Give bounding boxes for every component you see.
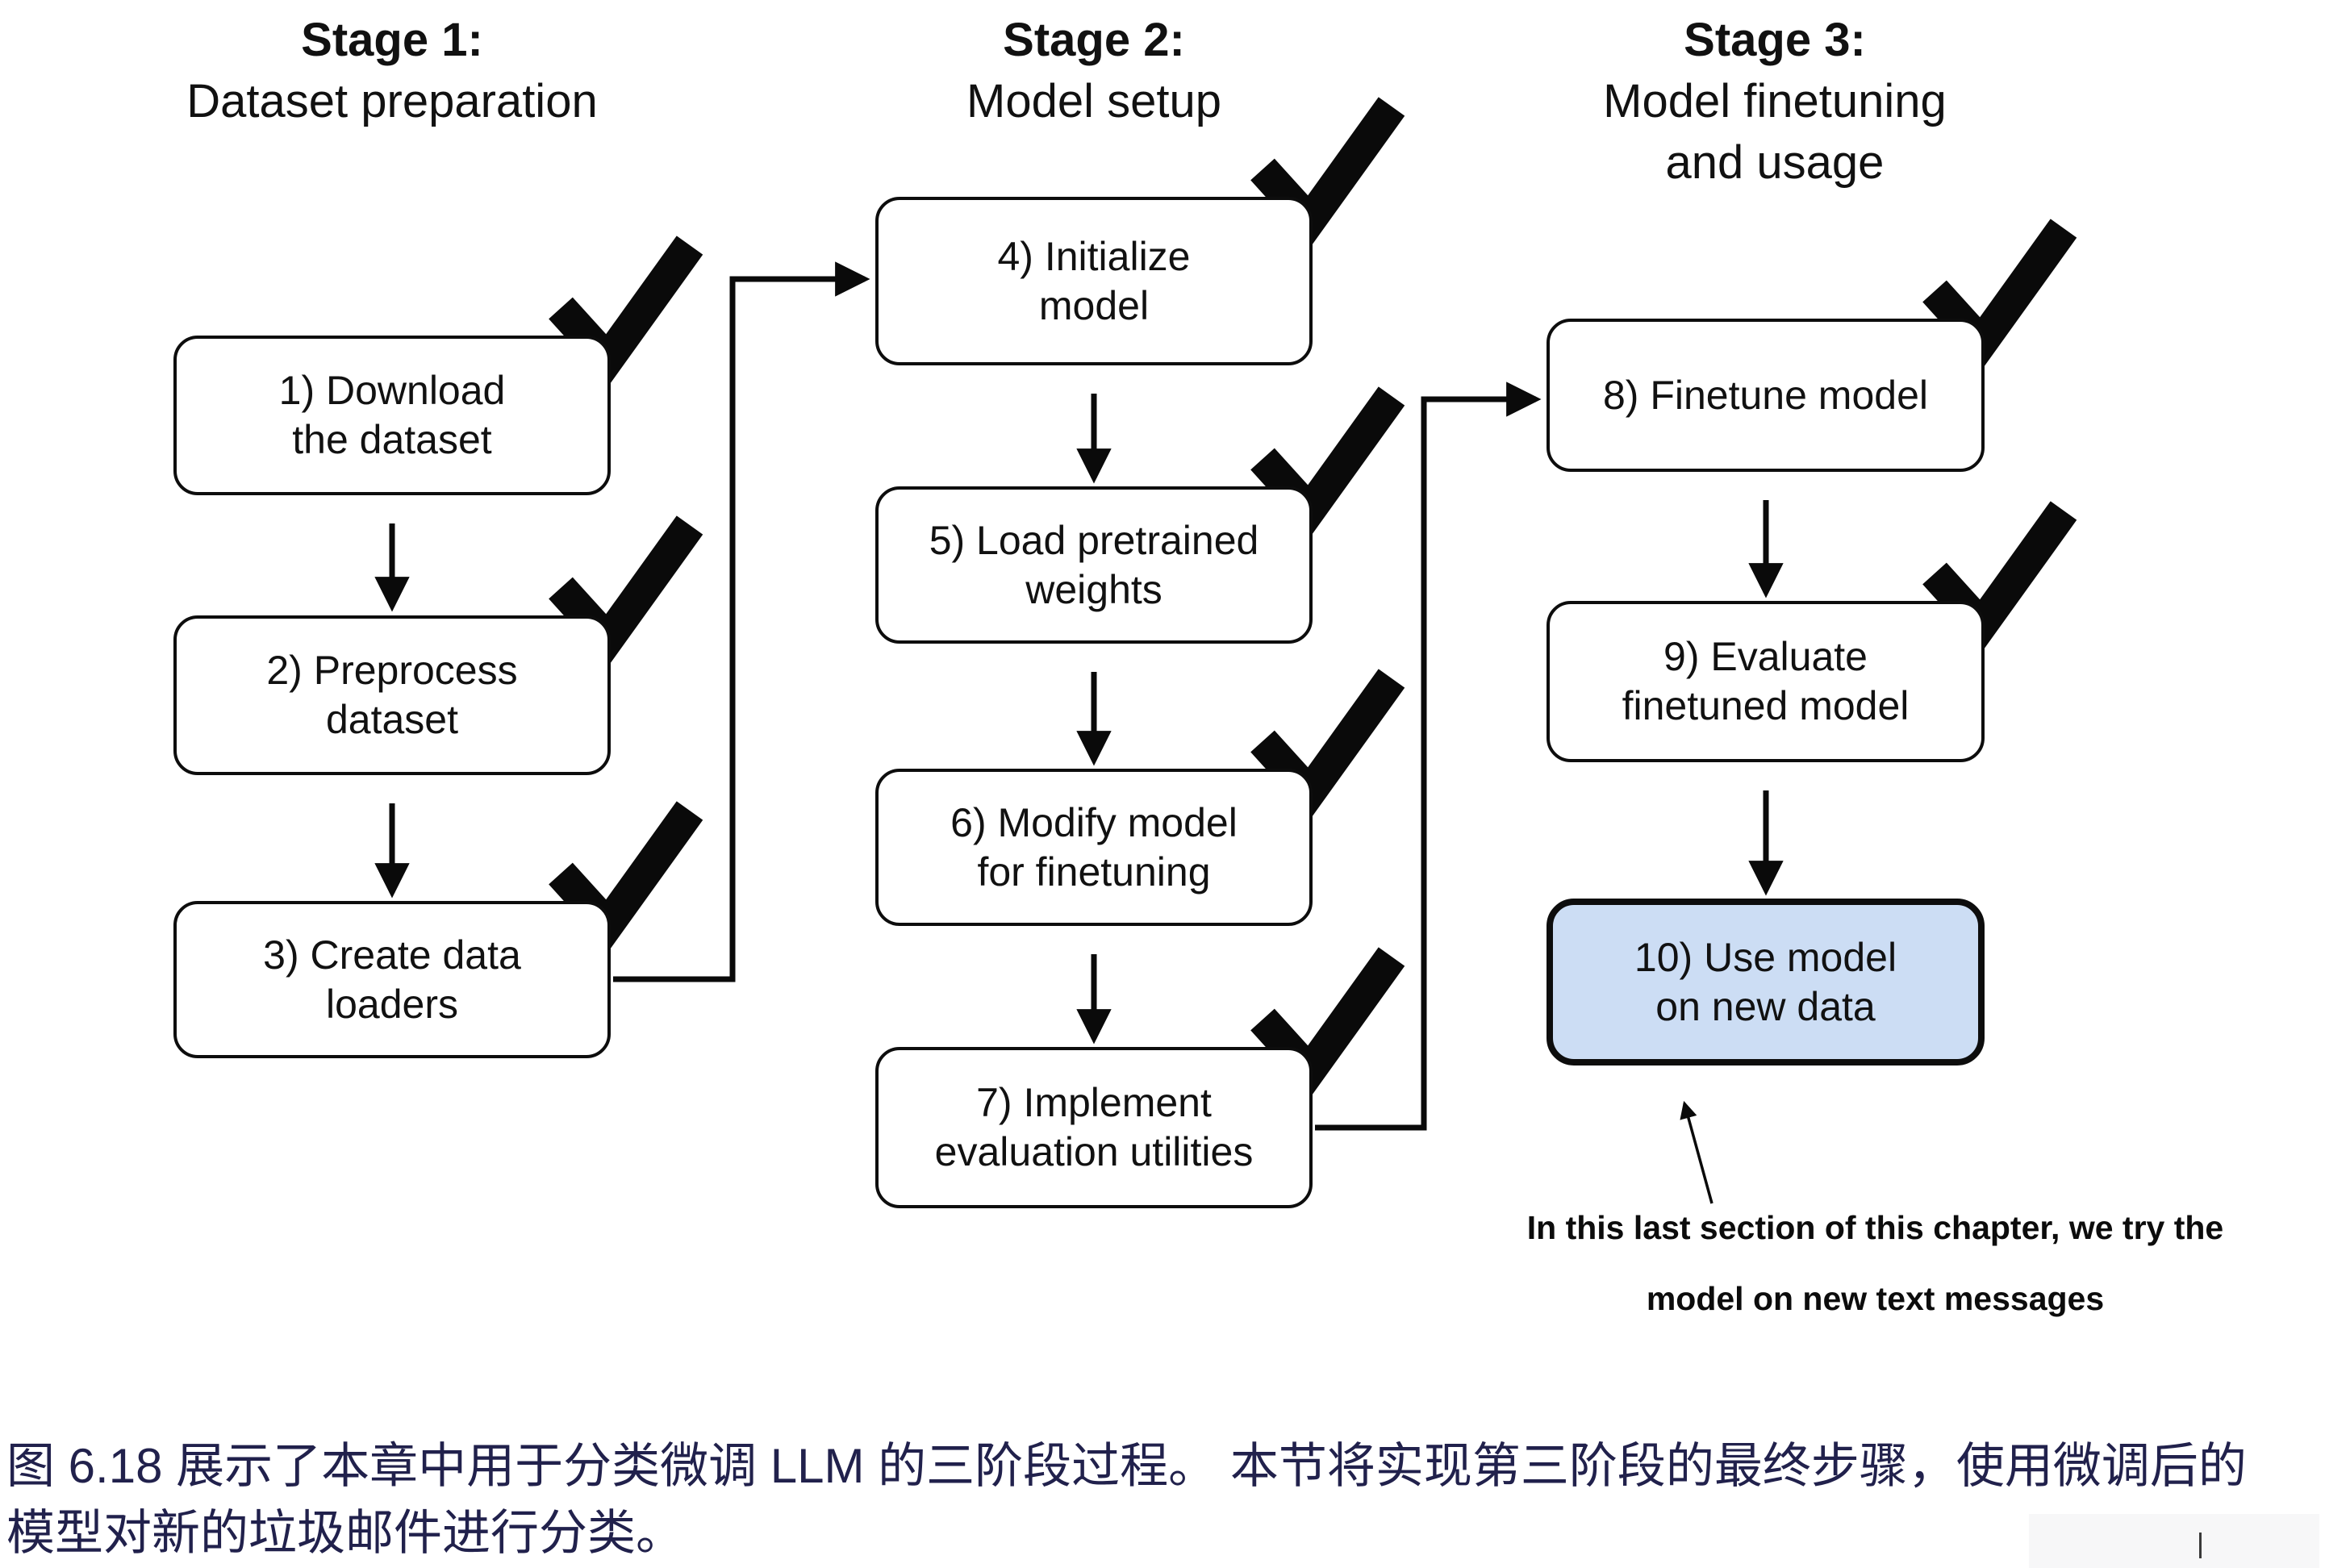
text-cursor (2199, 1533, 2202, 1558)
step-box-3: 3) Create data loaders (173, 901, 611, 1058)
stage-2-subtitle: Model setup (966, 75, 1221, 127)
stage-1-title: Stage 1: (301, 14, 483, 66)
step-label-1: 1) Download the dataset (278, 368, 506, 462)
figure-annotation: In this last section of this chapter, we… (1526, 1209, 2224, 1317)
step-label-5: 5) Load pretrained weights (929, 517, 1259, 612)
figure-caption: 图 6.18 展示了本章中用于分类微调 LLM 的三阶段过程。 本节将实现第三阶… (6, 1439, 2247, 1560)
step-label-9: 9) Evaluate finetuned model (1622, 634, 1910, 728)
step-label-2: 2) Preprocess dataset (266, 648, 518, 742)
step-label-4: 4) Initialize model (997, 233, 1191, 328)
step-label-6: 6) Modify model for finetuning (950, 799, 1238, 895)
step-label-8: 8) Finetune model (1602, 372, 1928, 418)
connector-stage2-stage3 (1315, 382, 1542, 1131)
corner-shade (2029, 1514, 2319, 1568)
step-label-10: 10) Use model on new data (1634, 934, 1897, 1029)
stage-3-subtitle: Model finetuning and usage (1603, 75, 1947, 189)
stage-2-header: Stage 2: Model setup (771, 10, 1417, 132)
step-box-6: 6) Modify model for finetuning (875, 769, 1313, 926)
step-box-1: 1) Download the dataset (173, 336, 611, 495)
step-box-2: 2) Preprocess dataset (173, 615, 611, 775)
stage-3-header: Stage 3: Model finetuning and usage (1452, 10, 2098, 194)
connector-stage1-stage2 (613, 261, 870, 982)
step-label-7: 7) Implement evaluation utilities (934, 1080, 1254, 1174)
step-box-7: 7) Implement evaluation utilities (875, 1047, 1313, 1208)
step-label-3: 3) Create data loaders (263, 932, 521, 1027)
step-box-10: 10) Use model on new data (1547, 899, 1985, 1065)
step-box-8: 8) Finetune model (1547, 319, 1985, 472)
stage-2-title: Stage 2: (1003, 14, 1185, 66)
stage-1-header: Stage 1: Dataset preparation (69, 10, 715, 132)
annotation-arrow (1680, 1100, 1713, 1204)
step-box-9: 9) Evaluate finetuned model (1547, 601, 1985, 762)
stage-1-subtitle: Dataset preparation (186, 75, 598, 127)
step-box-5: 5) Load pretrained weights (875, 486, 1313, 644)
stage-3-title: Stage 3: (1684, 14, 1866, 66)
step-box-4: 4) Initialize model (875, 197, 1313, 365)
